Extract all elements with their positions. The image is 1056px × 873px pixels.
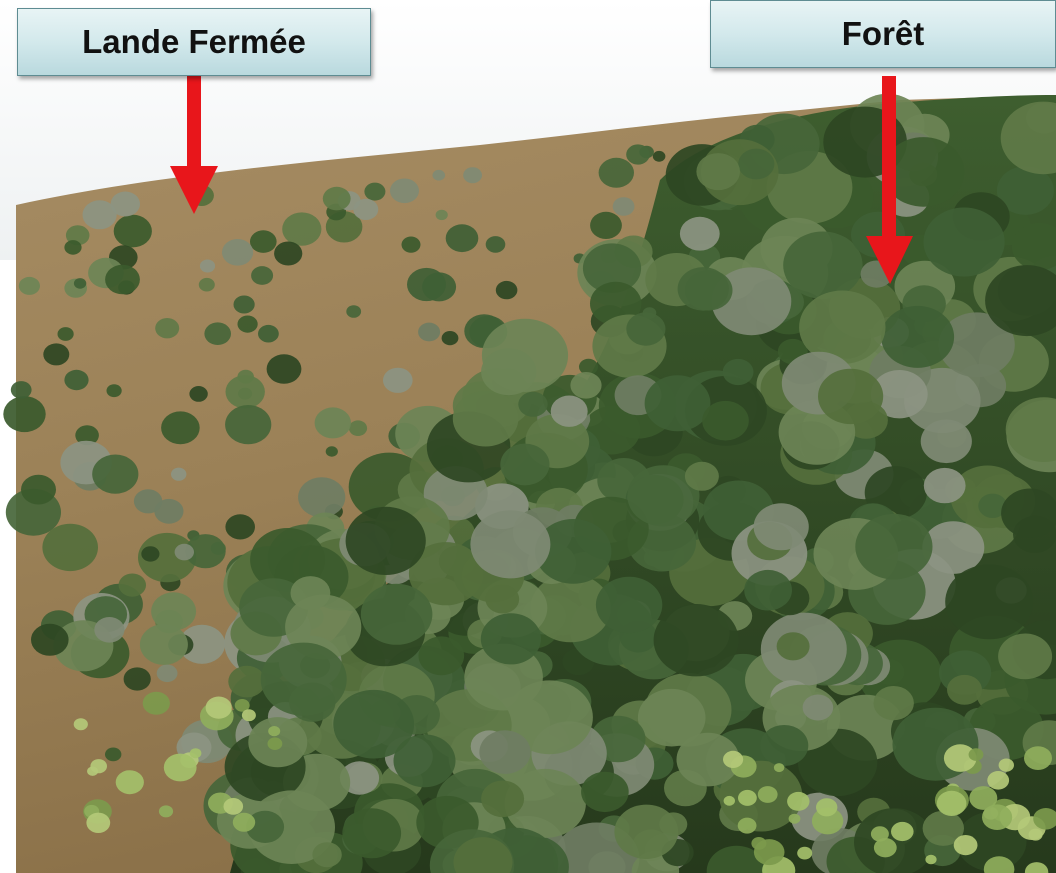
label-foret: Forêt xyxy=(710,0,1056,68)
tree-canopies xyxy=(3,93,1056,873)
label-foret-text: Forêt xyxy=(841,15,925,52)
label-lande-fermee-text: Lande Fermée xyxy=(82,23,306,60)
label-lande-fermee: Lande Fermée xyxy=(17,8,371,76)
arrow-lande xyxy=(170,76,218,214)
arrow-foret xyxy=(866,76,913,284)
